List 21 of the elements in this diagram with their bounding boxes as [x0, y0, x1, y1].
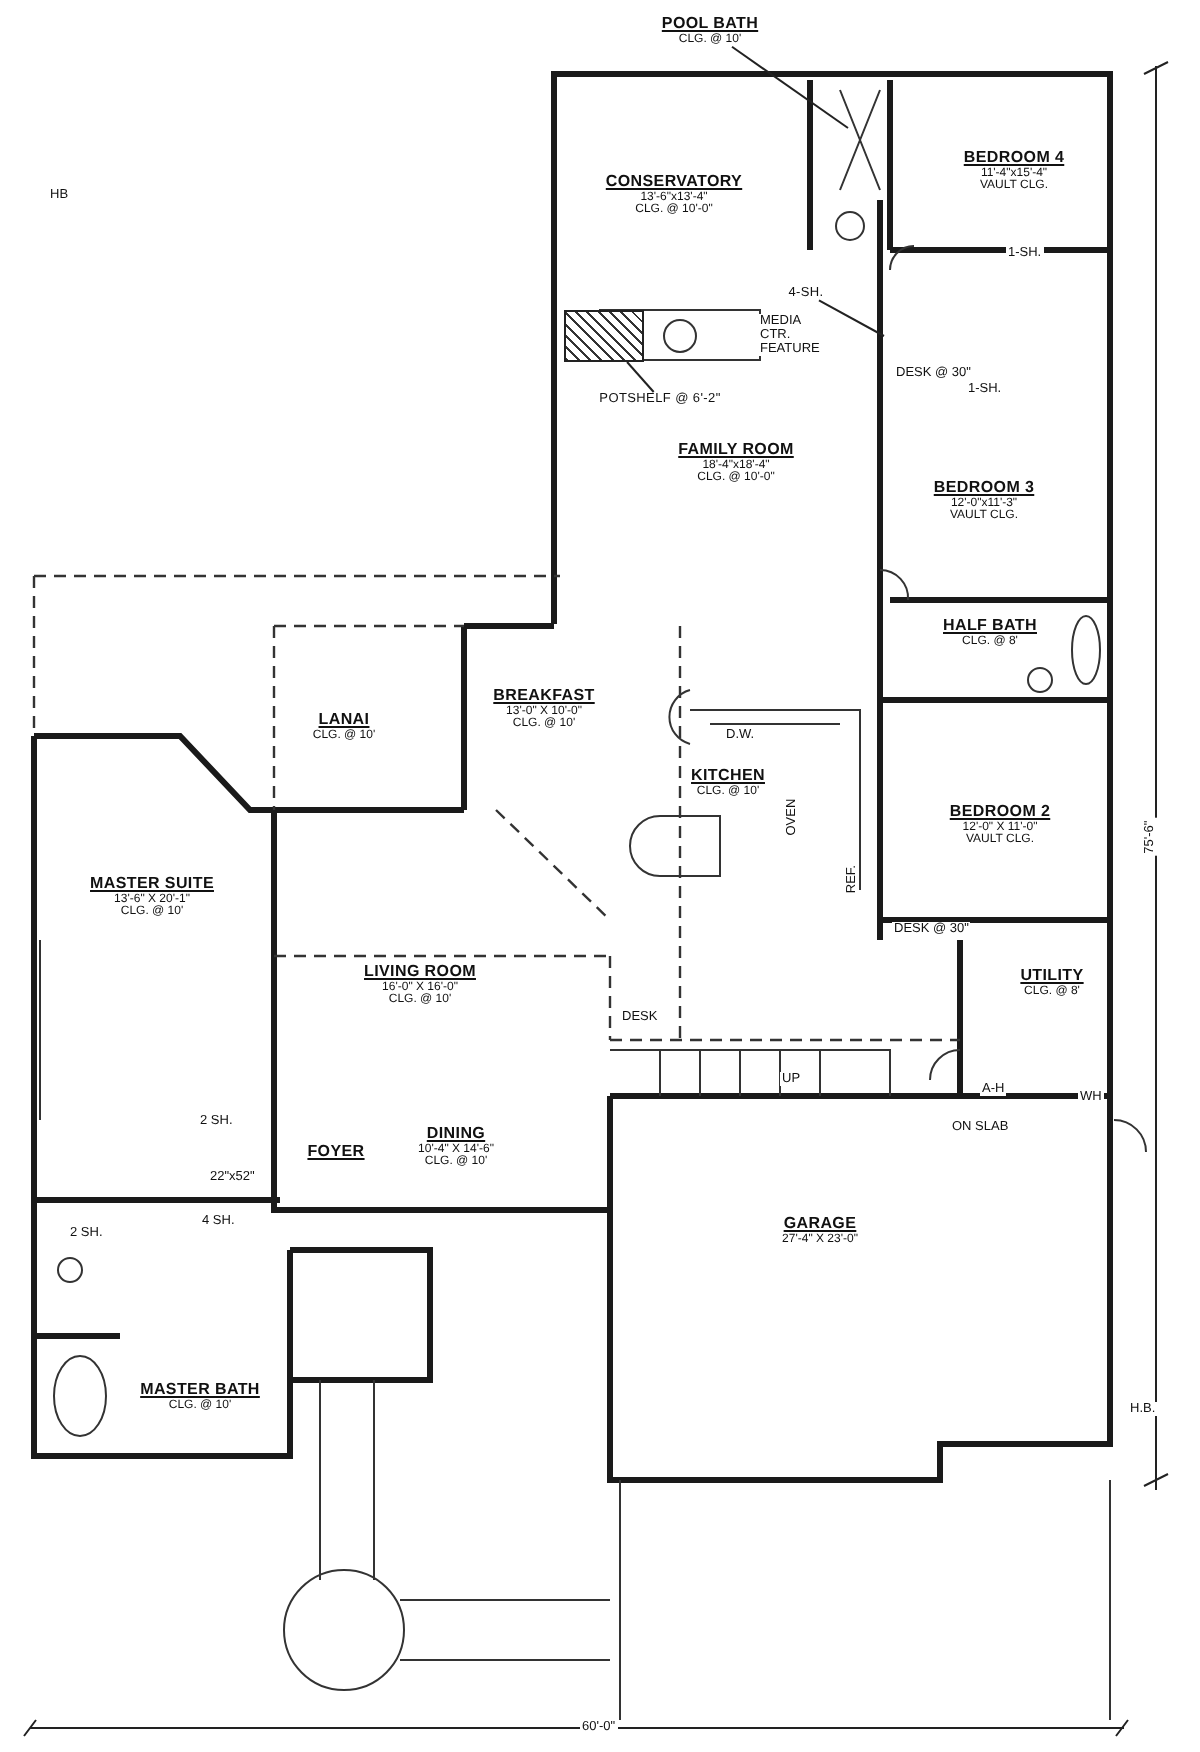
room-name: LANAI	[316, 712, 372, 729]
room-name: MASTER SUITE	[90, 876, 214, 893]
room-name: HALF BATH	[943, 618, 1037, 635]
room-name: POOL BATH	[661, 16, 759, 33]
text-label: FOYER	[307, 1144, 365, 1162]
leader-line	[731, 45, 849, 129]
room-name: BEDROOM 4	[963, 150, 1065, 167]
hatched-shelf	[564, 310, 644, 362]
leader-line	[818, 299, 885, 337]
room-name: BEDROOM 2	[949, 804, 1051, 821]
room-name: GARAGE	[782, 1216, 858, 1233]
room-name: DINING	[424, 1126, 488, 1143]
room-name: CONSERVATORY	[605, 174, 743, 191]
room-name: UTILITY	[1020, 968, 1084, 985]
leader-line	[626, 361, 655, 393]
room-name: KITCHEN	[691, 768, 765, 785]
room-name: BREAKFAST	[493, 688, 595, 705]
room-name: MASTER BATH	[140, 1382, 260, 1399]
room-name: FAMILY ROOM	[678, 442, 794, 459]
room-name: BEDROOM 3	[933, 480, 1035, 497]
room-name: LIVING ROOM	[364, 964, 476, 981]
